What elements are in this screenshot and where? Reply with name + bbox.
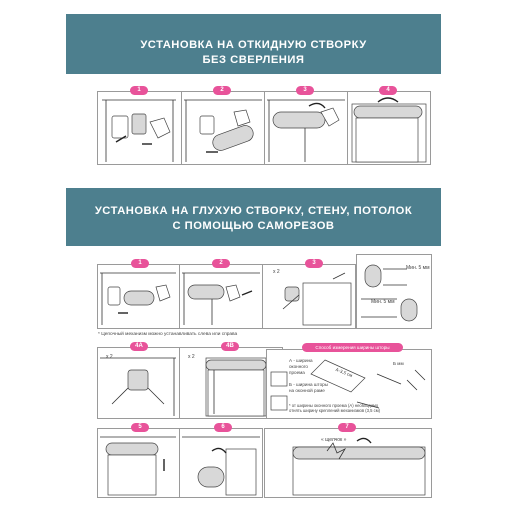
s2-step4a-qty: x 2 [106,354,113,360]
s1-step3-panel [264,91,348,165]
ceiling-mount-illustration [100,357,176,416]
s2-step1-panel [97,264,180,329]
dim-b: Б мм [393,361,404,366]
s2-step2-badge: 2 [212,259,230,268]
s2-step3-qty: x 2 [273,269,280,275]
mount-tube-illustration [182,272,260,325]
hang-on-sash-illustration [351,97,427,163]
label-b: Б - ширина шторы на оконной раме [289,382,328,393]
section1-title-line2: БЕЗ СВЕРЛЕНИЯ [202,54,305,66]
section2-banner: УСТАНОВКА НА ГЛУХУЮ СТВОРКУ, СТЕНУ, ПОТО… [66,188,441,246]
s1-step4-panel [347,91,431,165]
tilt-bracket-illustration [102,99,176,162]
final-click-illustration [292,437,426,496]
click-label: « щелчок » [321,437,347,443]
section2-title-line2: С ПОМОЩЬЮ САМОРЕЗОВ [172,220,335,232]
s2-step7-panel: « щелчок » [264,428,432,498]
clearance-diagram [361,264,418,322]
s2-step1-badge: 1 [131,259,149,268]
s2-step5-panel [97,428,180,498]
install-roller-illustration [100,436,176,496]
section1-title-line1: УСТАНОВКА НА ОТКИДНУЮ СТВОРКУ [140,39,367,51]
s2-step4b-badge: 4B [221,342,239,351]
s2-step3-panel: x 2 [262,264,356,329]
section1-banner: УСТАНОВКА НА ОТКИДНУЮ СТВОРКУ БЕЗ СВЕРЛЕ… [66,14,441,74]
s1-step1-badge: 1 [130,86,148,95]
s1-step4-badge: 4 [379,86,397,95]
section2-title-line1: УСТАНОВКА НА ГЛУХУЮ СТВОРКУ, СТЕНУ, ПОТО… [94,205,413,217]
s2-step4b-qty: x 2 [188,354,195,360]
s1-step3-badge: 3 [296,86,314,95]
s1-step2-badge: 2 [213,86,231,95]
s1-step2-panel [181,91,265,165]
s2-step2-panel [179,264,263,329]
insert-tube-illustration [184,99,262,162]
width-measure-panel: А - ширина оконного проема Б - ширина шт… [266,349,432,419]
s2-min-clearance-panel: Мин. 5 мм Мин. 5 мм [356,254,432,329]
s2-step5-badge: 5 [131,423,149,432]
s2-step6-panel [179,428,263,498]
screw-brackets-illustration [100,272,176,325]
s2-step3-badge: 3 [305,259,323,268]
width-measure-diagram [270,359,426,411]
s2-step7-badge: 7 [338,423,356,432]
s2-step6-badge: 6 [214,423,232,432]
width-note: * от ширины оконного проема (А) необходи… [289,403,381,413]
s2-step4a-badge: 4A [130,342,148,351]
label-a: А - ширина оконного проема [289,358,313,375]
min-clearance-2: Мин. 5 мм [371,299,395,305]
s1-step1-panel [97,91,182,165]
wall-mount-illustration [282,272,352,326]
width-measure-header: Способ измерения ширины шторы [302,343,403,352]
s2-step4a-panel: x 2 [97,347,180,419]
min-clearance-1: Мин. 5 мм [406,265,430,271]
attach-mechanism-illustration [267,99,345,162]
s2-step4b-panel: x 2 [179,347,283,419]
fixing-illustration [182,436,260,496]
chain-note: * Цепочный механизм можно устанавливать … [98,332,238,337]
